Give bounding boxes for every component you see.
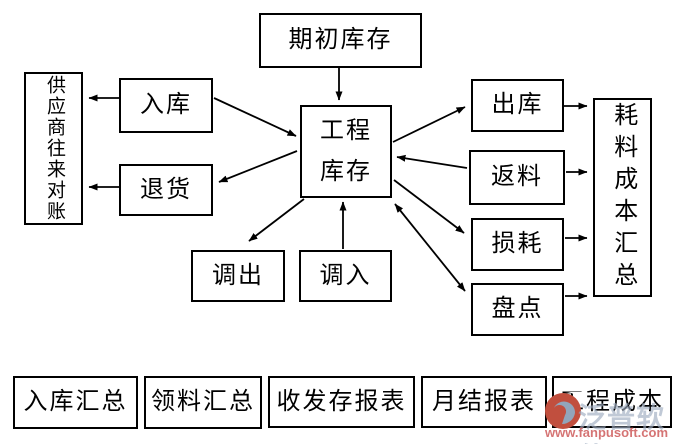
node-outbound: 出库: [471, 79, 564, 132]
node-transfer-in-label: 调入: [319, 262, 372, 289]
node-material-return-label: 返料: [491, 164, 543, 191]
bottom-inbound-summary: 入库汇总: [13, 376, 138, 429]
node-material-cost-summary: 耗料成本汇总: [593, 98, 652, 297]
arrow-center-pandian-double: [394, 203, 466, 292]
node-return-goods-label: 退货: [140, 176, 192, 203]
node-outbound-label: 出库: [491, 92, 544, 119]
node-initial-inventory-label: 期初库存: [288, 27, 393, 54]
node-project-inventory-line2: 库存: [320, 158, 372, 185]
arrow-center-to-diaochu: [248, 198, 305, 242]
bottom-requisition-summary: 领料汇总: [144, 376, 262, 429]
node-supplier-reconciliation: 供应商往来对账: [24, 72, 83, 225]
node-inbound: 入库: [119, 78, 213, 133]
node-loss-label: 损耗: [491, 231, 544, 258]
node-transfer-in: 调入: [299, 250, 392, 302]
bottom-monthly-report-label: 月结报表: [432, 388, 536, 415]
bottom-project-cost: 工程成本: [552, 376, 672, 428]
arrow-center-to-tuihuo: [218, 150, 298, 183]
node-material-cost-summary-label: 耗料成本汇总: [609, 101, 636, 294]
arrow-center-to-sunhao: [393, 179, 465, 234]
node-return-goods: 退货: [119, 164, 213, 216]
bottom-inout-stock-report: 收发存报表: [268, 376, 415, 428]
bottom-inout-stock-report-label: 收发存报表: [276, 388, 407, 415]
node-project-inventory-line1: 工程: [320, 118, 372, 145]
node-initial-inventory: 期初库存: [259, 13, 422, 68]
node-project-inventory: 工程 库存: [300, 105, 392, 198]
bottom-project-cost-label: 工程成本: [560, 388, 664, 415]
node-inbound-label: 入库: [140, 92, 192, 119]
node-stocktaking-label: 盘点: [491, 296, 544, 323]
bottom-requisition-summary-label: 领料汇总: [151, 389, 255, 416]
node-stocktaking: 盘点: [471, 283, 564, 336]
node-loss: 损耗: [471, 218, 564, 271]
arrow-fanliao-to-center: [396, 154, 468, 169]
node-transfer-out: 调出: [191, 250, 285, 302]
bottom-inbound-summary-label: 入库汇总: [23, 389, 128, 416]
bottom-monthly-report: 月结报表: [421, 376, 547, 428]
arrow-center-to-chuku: [392, 106, 466, 143]
node-material-return: 返料: [469, 150, 565, 205]
node-supplier-reconciliation-label: 供应商往来对账: [43, 75, 65, 222]
node-transfer-out-label: 调出: [212, 262, 264, 289]
arrow-ruku-to-center: [213, 97, 297, 137]
